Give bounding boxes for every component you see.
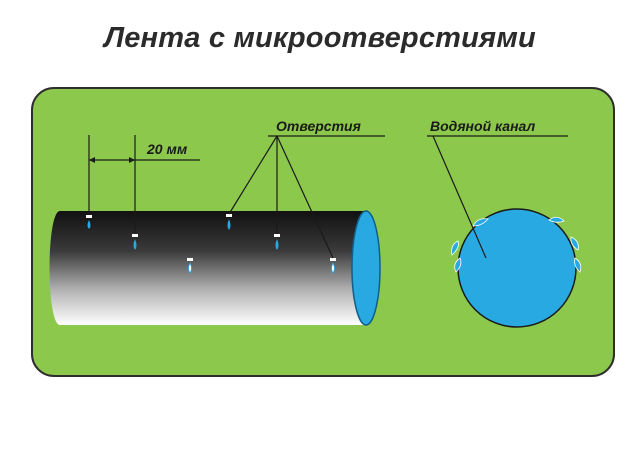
water-channel bbox=[457, 208, 577, 328]
holes-label: Отверстия bbox=[276, 118, 361, 134]
droplet-icon bbox=[133, 239, 137, 250]
droplet-icon bbox=[188, 262, 192, 274]
droplet-icon bbox=[454, 257, 462, 273]
tube-end-water bbox=[351, 210, 381, 326]
droplet-icon bbox=[451, 240, 459, 256]
spacing-dimension bbox=[88, 135, 200, 233]
holes-leader-lines bbox=[228, 135, 385, 259]
channel-cross-section bbox=[451, 208, 582, 328]
hole-4 bbox=[226, 214, 232, 230]
channel-leader-line bbox=[427, 135, 568, 259]
droplet-icon bbox=[548, 216, 565, 223]
tape-tube bbox=[49, 210, 381, 326]
tube-body bbox=[49, 211, 366, 325]
droplet-icon bbox=[87, 220, 91, 229]
droplet-icon bbox=[472, 218, 489, 227]
droplet-icon bbox=[331, 262, 335, 274]
droplet-icon bbox=[570, 236, 579, 251]
droplet-icon bbox=[227, 219, 231, 230]
cross-section-droplets bbox=[451, 216, 582, 273]
droplet-icon bbox=[275, 239, 279, 250]
hole-5 bbox=[274, 234, 280, 250]
page-title: Лента с микроотверстиями bbox=[104, 22, 536, 54]
channel-label: Водяной канал bbox=[430, 118, 535, 134]
hole-6 bbox=[330, 258, 336, 274]
hole-2 bbox=[132, 234, 138, 250]
hole-3 bbox=[187, 258, 193, 274]
droplet-icon bbox=[574, 257, 582, 273]
micro-holes bbox=[86, 214, 336, 274]
hole-1 bbox=[86, 215, 92, 229]
spacing-label: 20 мм bbox=[146, 141, 188, 157]
